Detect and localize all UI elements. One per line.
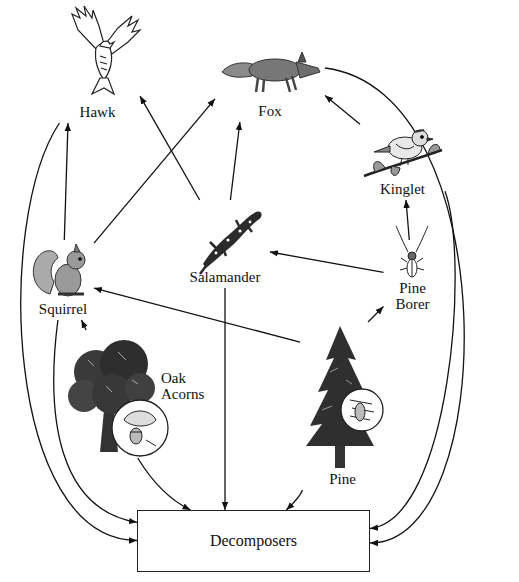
- hawk-drawing: [72, 6, 140, 94]
- kinglet-drawing: [364, 130, 442, 176]
- pine-borer-node: Pine Borer: [384, 240, 442, 315]
- energy-arrow: [230, 122, 240, 200]
- energy-arrow: [370, 191, 455, 528]
- energy-arrow: [138, 458, 191, 510]
- salamander-drawing: [200, 212, 262, 274]
- energy-arrow: [94, 99, 215, 243]
- energy-arrow: [406, 200, 409, 240]
- fox-node: Fox: [215, 50, 325, 122]
- organism-label: Pine Borer: [390, 280, 436, 312]
- organism-label: Hawk: [80, 104, 116, 120]
- energy-arrow: [94, 288, 300, 342]
- organism-label: Pine: [329, 471, 356, 487]
- energy-arrow: [270, 252, 384, 272]
- pine-borer-drawing: [396, 226, 428, 277]
- energy-arrow: [286, 490, 302, 510]
- oak-drawing: [68, 340, 168, 456]
- pine-drawing: [306, 326, 383, 468]
- box-label: Decomposers: [210, 533, 297, 549]
- decomposer-box: Decomposers: [137, 510, 370, 572]
- squirrel-drawing: [33, 244, 85, 296]
- oak-node: Oak Acorns: [69, 330, 213, 458]
- salamander-node: Salamander: [180, 200, 270, 288]
- hawk-node: Hawk: [55, 8, 140, 123]
- energy-arrow: [325, 96, 360, 125]
- energy-arrow: [140, 96, 200, 200]
- energy-arrow: [64, 123, 68, 240]
- squirrel-node: Squirrel: [32, 240, 94, 320]
- pine-node: Pine: [300, 322, 385, 490]
- organism-label: Fox: [258, 103, 281, 119]
- energy-arrow: [82, 320, 87, 330]
- energy-arrow: [224, 288, 225, 510]
- energy-arrow: [368, 307, 384, 323]
- organism-label: Kinglet: [380, 181, 425, 197]
- organism-label: Salamander: [190, 269, 261, 285]
- organism-label: Oak Acorns: [161, 370, 209, 402]
- kinglet-node: Kinglet: [360, 118, 445, 200]
- fox-drawing: [222, 52, 320, 92]
- organism-label: Squirrel: [39, 301, 87, 317]
- energy-arrow: [325, 68, 464, 543]
- energy-arrow: [21, 123, 137, 541]
